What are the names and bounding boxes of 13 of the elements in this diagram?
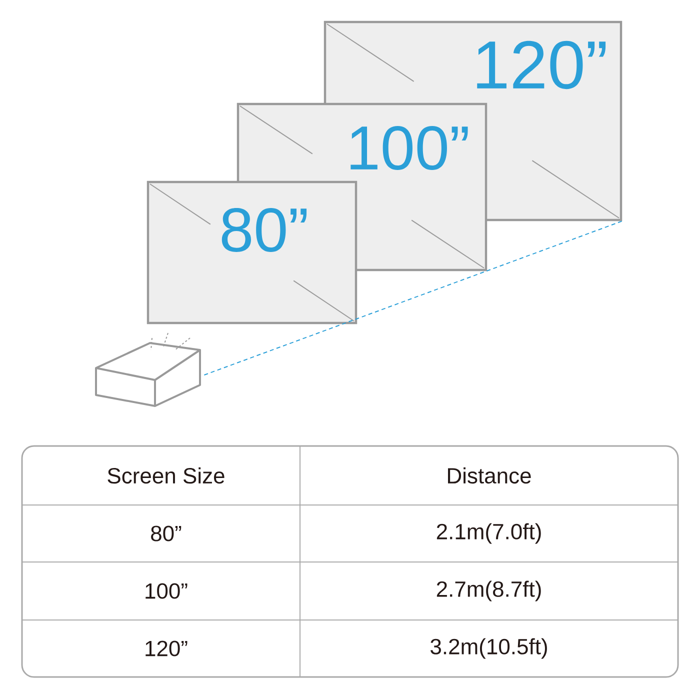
table-cell-text: 3.2m(10.5ft) [430, 638, 547, 659]
table-cell-text: 2.7m(8.7ft) [436, 580, 541, 602]
table-header: Screen Size [108, 467, 224, 484]
screen-size-label: 120” [477, 40, 606, 90]
table-cell-text: 100” [146, 583, 188, 599]
screen-size-label: 100” [350, 126, 468, 170]
projector-drawing [95, 332, 201, 407]
projection-line [204, 220, 623, 376]
table-cell-text: 120” [146, 640, 188, 656]
table-cell-text: 80” [151, 526, 182, 542]
screen-size-label: 80” [222, 208, 307, 252]
table-header: Distance [448, 467, 531, 484]
table-cell-text: 2.1m(7.0ft) [436, 523, 541, 544]
